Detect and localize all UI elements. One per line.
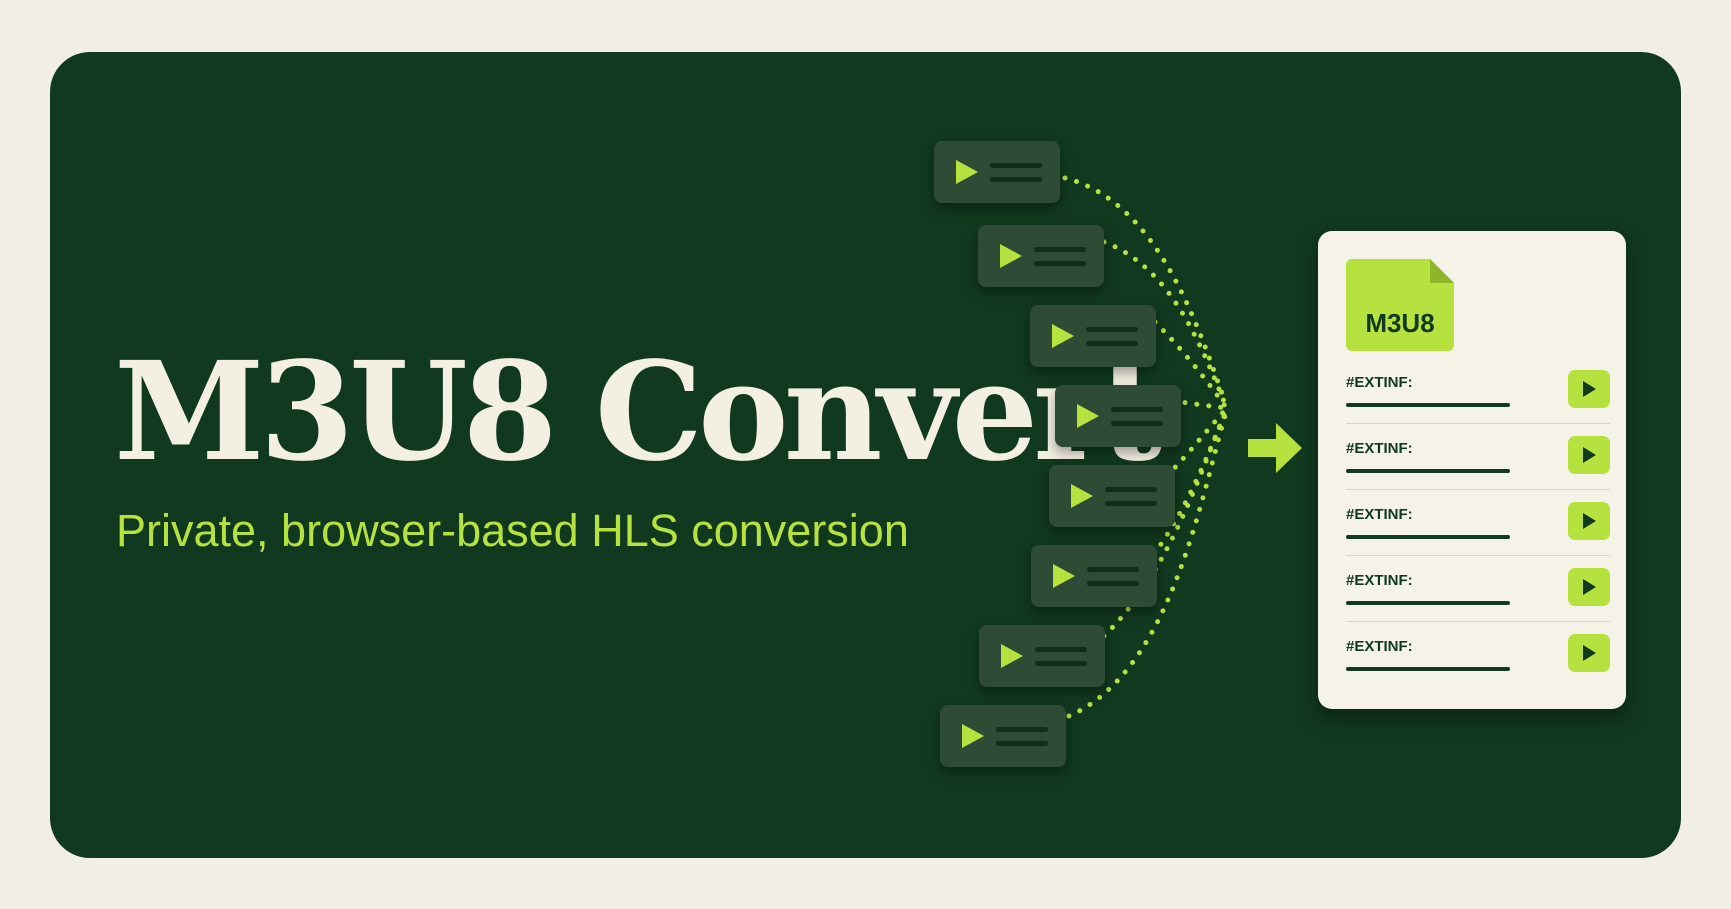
- segment-line: [1034, 247, 1086, 252]
- segment-chip: [979, 625, 1105, 687]
- segment-line: [1034, 261, 1086, 266]
- segment-line: [990, 163, 1042, 168]
- playlist-entry: #EXTINF:: [1346, 566, 1610, 632]
- entry-divider: [1346, 555, 1610, 556]
- flow-line-1: [1062, 175, 1228, 405]
- segment-line: [990, 177, 1042, 182]
- play-icon: [962, 724, 984, 748]
- segment-chip: [1049, 465, 1175, 527]
- entry-duration-bar: [1346, 667, 1510, 671]
- play-button[interactable]: [1568, 436, 1610, 474]
- entry-divider: [1346, 621, 1610, 622]
- entry-duration-bar: [1346, 403, 1510, 407]
- segment-chip: [1055, 385, 1181, 447]
- play-icon: [1583, 447, 1596, 463]
- play-icon: [1053, 564, 1075, 588]
- hero-banner: M3U8 Convert Private, browser-based HLS …: [50, 52, 1681, 858]
- play-button[interactable]: [1568, 502, 1610, 540]
- entry-divider: [1346, 423, 1610, 424]
- segment-chip: [934, 141, 1060, 203]
- play-icon: [1001, 644, 1023, 668]
- file-type-label: M3U8: [1365, 308, 1435, 338]
- segment-line: [1105, 487, 1157, 492]
- entry-label: #EXTINF:: [1346, 572, 1413, 589]
- playlist-card: M3U8 #EXTINF: #EXTINF: #EXTINF: #EXTINF:: [1318, 231, 1626, 709]
- play-button[interactable]: [1568, 568, 1610, 606]
- flow-line-3: [1152, 319, 1228, 409]
- segment-chip: [1030, 305, 1156, 367]
- page-subtitle: Private, browser-based HLS conversion: [116, 505, 909, 556]
- segment-line: [1035, 661, 1087, 666]
- segment-chip: [978, 225, 1104, 287]
- entry-label: #EXTINF:: [1346, 638, 1413, 655]
- playlist-entry: #EXTINF:: [1346, 368, 1610, 434]
- segment-line: [1111, 407, 1163, 412]
- entry-duration-bar: [1346, 469, 1510, 473]
- segment-chip: [940, 705, 1066, 767]
- segment-line: [1105, 501, 1157, 506]
- play-icon: [1000, 244, 1022, 268]
- play-button[interactable]: [1568, 370, 1610, 408]
- segment-line: [996, 727, 1048, 732]
- entry-duration-bar: [1346, 601, 1510, 605]
- playlist-entry: #EXTINF:: [1346, 632, 1610, 698]
- play-icon: [1071, 484, 1093, 508]
- entry-label: #EXTINF:: [1346, 506, 1413, 523]
- segment-line: [1087, 581, 1139, 586]
- segment-line: [1086, 341, 1138, 346]
- playlist-entry: #EXTINF:: [1346, 434, 1610, 500]
- play-icon: [956, 160, 978, 184]
- entry-label: #EXTINF:: [1346, 374, 1413, 391]
- play-icon: [1583, 579, 1596, 595]
- play-icon: [1077, 404, 1099, 428]
- entry-duration-bar: [1346, 535, 1510, 539]
- play-icon: [1583, 645, 1596, 661]
- segment-line: [1087, 567, 1139, 572]
- segment-chip: [1031, 545, 1157, 607]
- play-icon: [1583, 513, 1596, 529]
- entry-label: #EXTINF:: [1346, 440, 1413, 457]
- flow-line-4: [1170, 398, 1228, 411]
- play-icon: [1052, 324, 1074, 348]
- flow-line-7: [1101, 411, 1228, 639]
- entry-divider: [1346, 489, 1610, 490]
- segment-line: [1035, 647, 1087, 652]
- segment-line: [1086, 327, 1138, 332]
- flow-line-2: [1101, 239, 1228, 407]
- segment-line: [996, 741, 1048, 746]
- segment-line: [1111, 421, 1163, 426]
- page-title: M3U8 Convert: [114, 332, 1163, 492]
- playlist-entry: #EXTINF:: [1346, 500, 1610, 566]
- play-icon: [1583, 381, 1596, 397]
- play-button[interactable]: [1568, 634, 1610, 672]
- arrow-right-icon: [1248, 423, 1302, 473]
